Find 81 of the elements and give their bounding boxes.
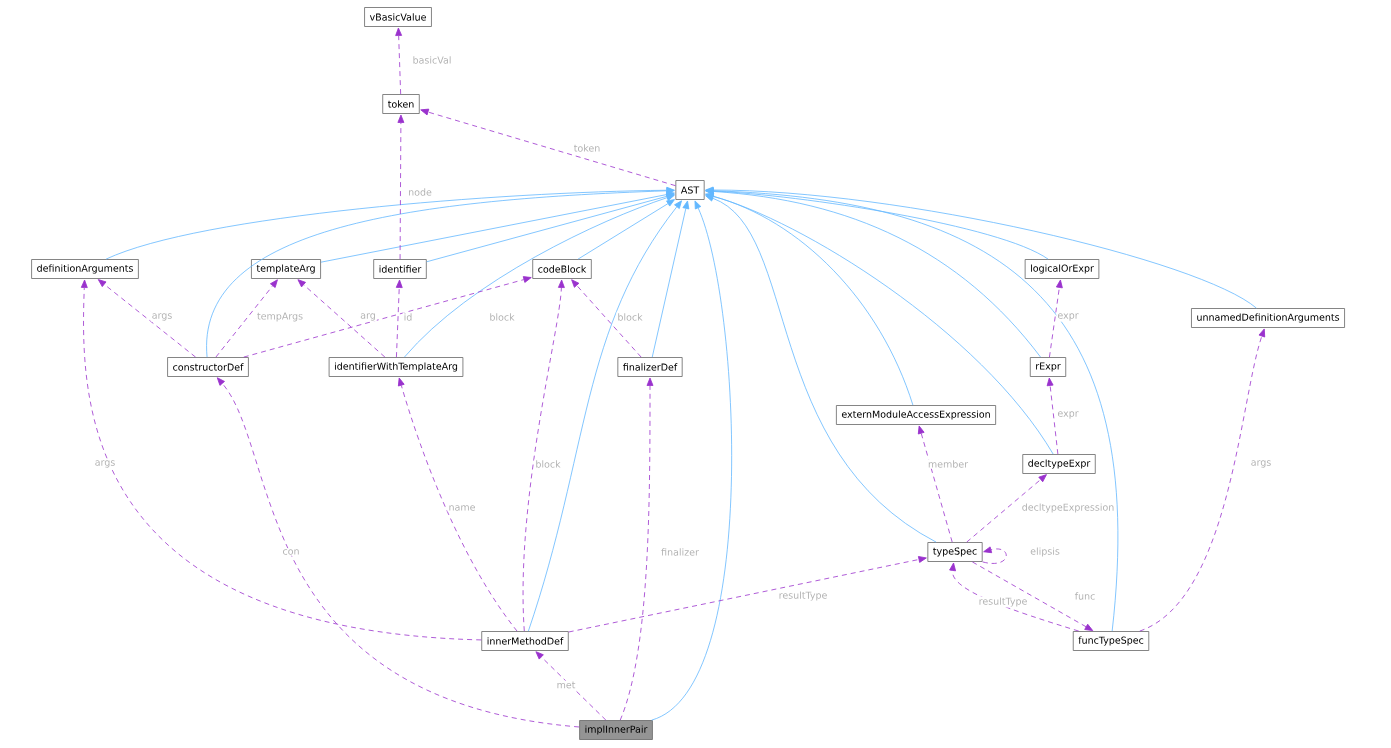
arrow	[206, 187, 675, 358]
class-box: identifier	[373, 259, 427, 279]
arrow	[395, 27, 403, 95]
arrow	[705, 192, 1054, 455]
class-box: definitionArguments	[31, 259, 139, 279]
class-box: rExpr	[1029, 357, 1067, 377]
edge-label: con	[281, 548, 301, 556]
edge-label: basicVal	[411, 55, 453, 65]
arrow	[982, 546, 1007, 564]
edge-label: args	[1249, 459, 1273, 469]
class-box: AST	[675, 180, 705, 200]
edge-label: member	[926, 459, 970, 469]
arrow	[297, 279, 386, 358]
arrow	[705, 195, 937, 543]
edge-label: arg	[359, 312, 377, 322]
arrow	[966, 474, 1047, 543]
arrow	[420, 108, 676, 187]
arrow	[619, 377, 654, 721]
arrow	[568, 556, 927, 633]
class-box: externModuleAccessExpression	[836, 405, 997, 425]
arrow	[97, 279, 196, 358]
arrow	[397, 114, 405, 260]
class-box: innerMethodDef	[481, 631, 569, 651]
arrow	[1139, 328, 1266, 632]
arrow	[397, 377, 518, 632]
class-box: finalizerDef	[617, 357, 683, 377]
edge-label: id	[402, 312, 414, 322]
arrow	[1046, 377, 1059, 455]
edge-label: elipsis	[1029, 546, 1061, 558]
class-box: codeBlock	[532, 259, 592, 279]
class-box: logicalOrExpr	[1024, 259, 1100, 279]
edge-label: block	[616, 312, 644, 322]
edge-label: resultType	[777, 590, 829, 602]
edge-label: finalizer	[660, 547, 700, 557]
edge-label: node	[407, 187, 433, 197]
arrow	[651, 200, 690, 358]
class-box: vBasicValue	[364, 7, 432, 27]
arrow	[522, 279, 565, 632]
arrow	[395, 279, 403, 358]
edge-label: decltypeExpression	[1020, 502, 1116, 514]
class-box: unnamedDefinitionArguments	[1191, 308, 1345, 328]
class-box: funcTypeSpec	[1072, 631, 1150, 651]
arrow	[971, 561, 1094, 631]
arrow	[426, 192, 675, 263]
edge-label: met	[555, 680, 577, 690]
edge-label: block	[488, 312, 516, 322]
class-box: identifierWithTemplateArg	[328, 357, 464, 377]
edge-label: args	[93, 459, 117, 469]
arrow	[216, 377, 580, 728]
arrow	[320, 191, 675, 263]
arrow	[243, 276, 532, 358]
arrow	[651, 200, 732, 721]
edge-label: block	[534, 459, 562, 469]
class-box: token	[382, 94, 420, 114]
arrow	[535, 651, 607, 721]
arrow	[705, 188, 1041, 358]
edge-label: name	[447, 504, 477, 512]
edge-label: resultType	[977, 596, 1029, 608]
arrow	[949, 562, 1080, 632]
edge-label: tempArgs	[255, 311, 305, 323]
arrow	[917, 425, 953, 543]
class-box: typeSpec	[927, 542, 983, 562]
arrow	[705, 187, 1119, 632]
arrow	[215, 279, 278, 358]
class-box: implInnerPair	[579, 720, 653, 740]
arrow	[80, 279, 482, 641]
edge-label: expr	[1056, 312, 1080, 322]
arrow	[571, 279, 642, 358]
edge-label: func	[1073, 591, 1097, 601]
class-box: decltypeExpr	[1022, 454, 1096, 474]
arrow	[705, 186, 1257, 309]
arrow	[528, 200, 682, 632]
arrow	[577, 199, 675, 260]
arrow	[1049, 279, 1063, 358]
edge-label: expr	[1056, 410, 1080, 420]
edge-label: token	[572, 143, 602, 153]
arrow	[404, 194, 675, 358]
arrow	[105, 186, 675, 260]
edge-label: args	[150, 312, 174, 322]
class-box: templateArg	[251, 259, 321, 279]
class-box: constructorDef	[167, 357, 249, 377]
